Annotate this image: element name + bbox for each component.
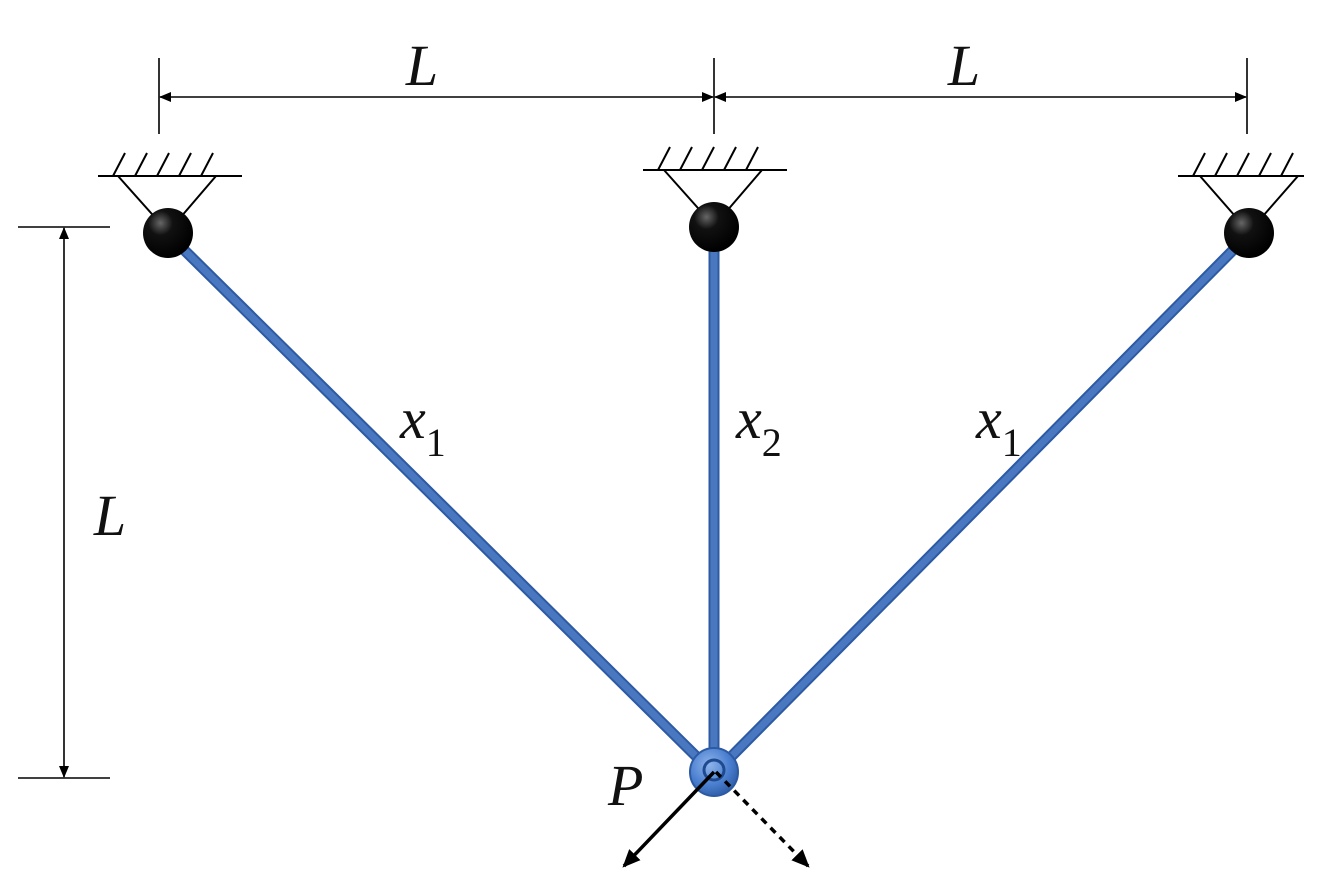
load-label: P — [607, 753, 643, 818]
support-left — [98, 152, 242, 234]
ground-hatching — [657, 146, 759, 171]
ground-hatching — [112, 152, 214, 177]
member-right-label: x1 — [975, 386, 1022, 465]
height-dimension: L — [18, 226, 126, 779]
joint-left — [143, 208, 193, 258]
span-left-label: L — [405, 33, 438, 98]
joint-right — [1224, 208, 1274, 258]
load-arrow-dashed — [714, 770, 810, 868]
ground-hatching — [1192, 152, 1294, 177]
joint-middle — [689, 202, 739, 252]
member-left-label: x1 — [399, 386, 446, 465]
truss-bars — [162, 224, 1255, 778]
bar-right — [712, 230, 1253, 776]
height-label: L — [93, 483, 126, 548]
load-node-inner — [702, 758, 726, 782]
load-arrow-solid — [622, 770, 716, 868]
top-dimension: L L — [158, 33, 1248, 134]
span-right-label: L — [947, 33, 980, 98]
bar-left — [164, 230, 716, 776]
member-middle-label: x2 — [735, 386, 782, 465]
